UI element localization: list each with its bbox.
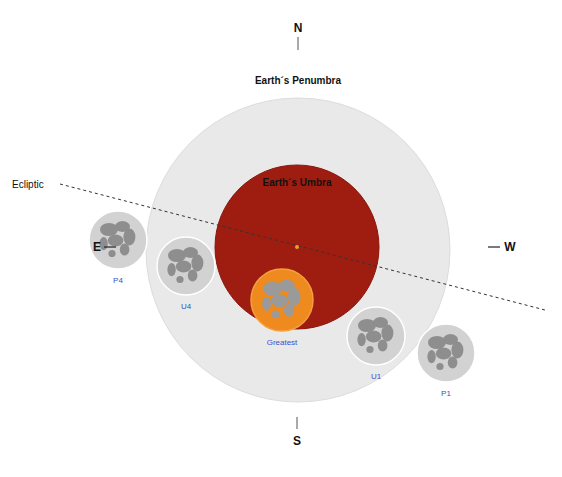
- umbra-disc: [215, 165, 379, 329]
- moon-maria: [357, 333, 365, 346]
- moon-maria: [448, 357, 458, 369]
- moon-maria: [168, 249, 186, 262]
- position-label: U4: [181, 302, 191, 311]
- position-label: U1: [371, 372, 381, 381]
- moon-maria: [123, 229, 135, 246]
- moon-maria: [272, 311, 280, 319]
- moon-maria: [108, 250, 115, 257]
- moon-maria: [381, 325, 393, 342]
- south-tick: [297, 417, 298, 429]
- position-label: Greatest: [267, 338, 298, 347]
- moon-disc: [157, 237, 215, 295]
- moon-maria: [366, 346, 373, 353]
- moon-maria: [427, 350, 435, 363]
- moon-maria: [271, 294, 288, 307]
- umbra-circle: Earth´s UmbraGreatest: [215, 165, 379, 329]
- node-outline: [156, 236, 216, 296]
- moon-disc: [347, 307, 405, 365]
- node-outline: [346, 306, 406, 366]
- moon-maria: [100, 223, 118, 236]
- moon-maria: [358, 319, 376, 332]
- node-outline: [250, 268, 314, 332]
- compass-east: E: [93, 240, 101, 254]
- compass-south: S: [293, 434, 301, 448]
- moon-maria: [436, 348, 452, 360]
- west-dash: [488, 246, 500, 247]
- moon-maria: [120, 244, 130, 256]
- moon-maria: [366, 331, 382, 343]
- penumbra-circle: Earth´s PenumbraEarth´s UmbraGreatestU4U…: [146, 98, 450, 402]
- moon-maria: [436, 363, 443, 370]
- penumbra-disc: [146, 98, 450, 402]
- moon-maria: [284, 304, 294, 317]
- moon-maria: [176, 276, 183, 283]
- moon-disc: [417, 324, 475, 382]
- compass-north: N: [294, 21, 303, 35]
- moon-greatest: Greatest: [250, 268, 314, 332]
- ecliptic-label: Ecliptic: [12, 179, 44, 190]
- moon-maria: [378, 340, 388, 352]
- region-label: Earth´s Penumbra: [255, 75, 341, 86]
- moon-maria: [288, 288, 301, 306]
- moon-disc: [89, 211, 147, 269]
- position-label: P4: [113, 276, 123, 285]
- moon-position: U1: [346, 306, 406, 366]
- moon-maria: [191, 255, 203, 272]
- moon-position: U4: [156, 236, 216, 296]
- moon-maria: [263, 282, 282, 296]
- moon-maria: [108, 235, 124, 247]
- moon-maria: [188, 270, 198, 282]
- node-outline: [416, 323, 476, 383]
- position-label: P1: [441, 389, 451, 398]
- moon-maria: [262, 297, 271, 311]
- moon-maria: [428, 336, 446, 349]
- compass-west: W: [504, 240, 515, 254]
- moon-maria: [176, 261, 192, 273]
- region-label: Earth´s Umbra: [263, 177, 332, 188]
- moon-maria: [167, 263, 175, 276]
- moon-position: P1: [416, 323, 476, 383]
- moon-disc: [251, 269, 313, 331]
- north-tick: [298, 37, 299, 50]
- moon-maria: [451, 342, 463, 359]
